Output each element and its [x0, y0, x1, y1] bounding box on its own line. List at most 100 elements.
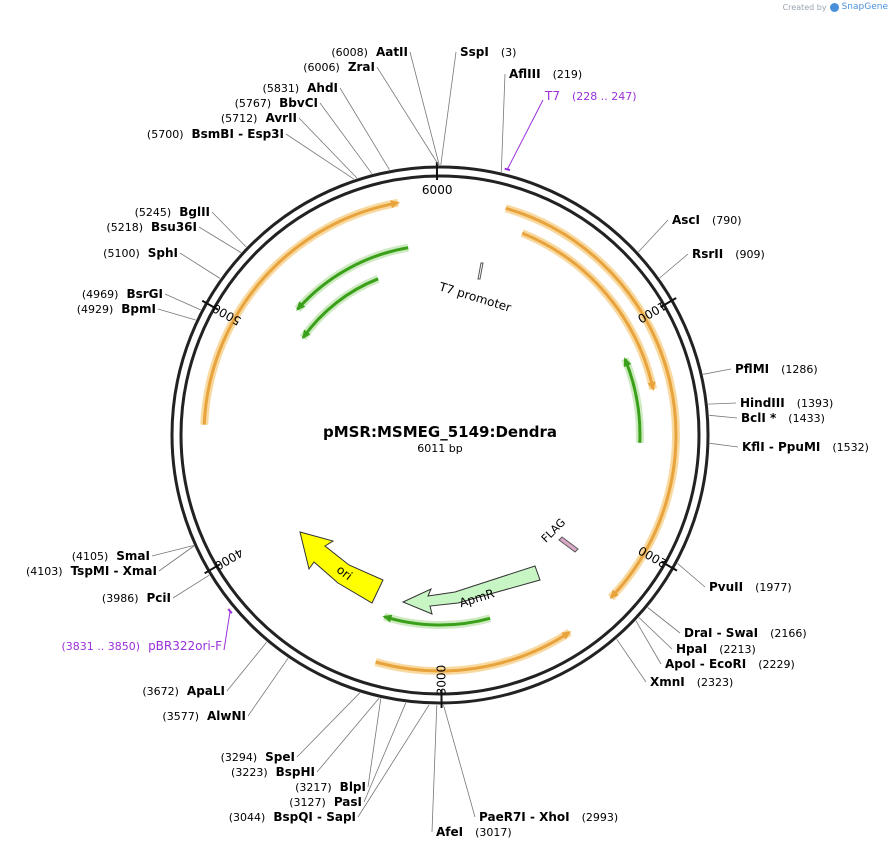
enzyme-site[interactable]: AflIII(219)	[500, 67, 582, 173]
enzyme-site[interactable]: (5100)SphI	[103, 246, 221, 279]
enzyme-site[interactable]: (5767)BbvCI	[235, 96, 373, 174]
enzyme-label[interactable]: (3294)SpeI	[221, 750, 295, 764]
enzyme-label[interactable]: AscI(790)	[672, 213, 742, 227]
enzyme-label[interactable]: HindIII(1393)	[740, 396, 833, 410]
enzyme-label[interactable]: XmnI(2323)	[650, 675, 733, 689]
enzyme-site[interactable]: DraI - SwaI(2166)	[647, 607, 807, 641]
enzyme-site[interactable]: (4929)BpmI	[77, 302, 196, 321]
enzyme-label[interactable]: DraI - SwaI(2166)	[684, 626, 807, 640]
enzyme-site[interactable]: (3217)BlpI	[295, 698, 382, 794]
t7-promoter-label: T7 promoter	[437, 279, 513, 314]
enzyme-site[interactable]: (6006)ZraI	[303, 60, 439, 166]
enzyme-site[interactable]: AscI(790)	[638, 213, 742, 253]
enzyme-label[interactable]: (3127)PasI	[289, 795, 362, 809]
enzyme-site[interactable]: RsrII(909)	[659, 247, 765, 279]
enzyme-label[interactable]: PaeR7I - XhoI(2993)	[479, 810, 618, 824]
enzyme-label[interactable]: (5831)AhdI	[263, 81, 338, 95]
enzyme-site[interactable]: (4103)TspMI - XmaI	[26, 545, 195, 578]
enzyme-label[interactable]: (3217)BlpI	[295, 780, 366, 794]
enzyme-site[interactable]: (4969)BsrGI	[82, 287, 201, 311]
primer-leader-line	[223, 611, 231, 651]
enzyme-label[interactable]: HpaI(2213)	[676, 642, 756, 656]
enzyme-label[interactable]: (3044)BspQI - SapI	[229, 810, 356, 824]
enzyme-leader-line	[339, 87, 390, 171]
enzyme-name-2: XhoI	[539, 810, 570, 824]
enzyme-site[interactable]: PaeR7I - XhoI(2993)	[443, 704, 619, 824]
enzyme-site[interactable]: (6008)AatII	[331, 45, 440, 166]
enzyme-label[interactable]: (3577)AlwNI	[162, 709, 246, 723]
enzyme-label[interactable]: (6006)ZraI	[303, 60, 375, 74]
enzyme-label[interactable]: (5767)BbvCI	[235, 96, 318, 110]
enzyme-label[interactable]: (4969)BsrGI	[82, 287, 163, 301]
enzyme-site[interactable]: (5218)Bsu36I	[106, 220, 242, 253]
enzyme-site[interactable]: (3294)SpeI	[221, 692, 361, 764]
enzyme-label[interactable]: (5700)BsmBI - Esp3I	[147, 127, 284, 141]
enzyme-label[interactable]: (4103)TspMI - XmaI	[26, 564, 157, 578]
orf-arc-inner-top-line	[521, 231, 655, 390]
enzyme-site[interactable]: SspI(3)	[440, 45, 517, 166]
enzyme-site[interactable]: HpaI(2213)	[638, 617, 756, 657]
orf-arc-left-head	[390, 200, 400, 209]
enzyme-label[interactable]: (3223)BspHI	[231, 765, 315, 779]
enzyme-site[interactable]: (3577)AlwNI	[162, 657, 289, 723]
enzyme-name: AflIII	[509, 67, 541, 81]
tick-label: 6000	[422, 183, 453, 197]
enzyme-site[interactable]: (5831)AhdI	[263, 81, 390, 171]
enzyme-label[interactable]: AflIII(219)	[509, 67, 582, 81]
enzyme-label[interactable]: (5100)SphI	[103, 246, 178, 260]
enzyme-name: Bsu36I	[151, 220, 197, 234]
enzyme-label[interactable]: (5712)AvrII	[221, 111, 297, 125]
enzyme-site[interactable]: (3223)BspHI	[231, 697, 380, 779]
enzyme-site[interactable]: ApoI - EcoRI(2229)	[635, 620, 795, 671]
enzyme-label[interactable]: SspI(3)	[460, 45, 516, 59]
enzyme-position: (6008)	[331, 46, 368, 59]
enzyme-label[interactable]: PvuII(1977)	[709, 580, 792, 594]
ori-feature: ori	[299, 531, 384, 604]
enzyme-label[interactable]: (3672)ApaLI	[142, 684, 225, 698]
primer-site[interactable]: T7(228 .. 247)	[504, 89, 637, 172]
enzyme-label[interactable]: (3986)PciI	[102, 591, 171, 605]
enzyme-label[interactable]: RsrII(909)	[692, 247, 765, 261]
enzyme-label[interactable]: (5245)BglII	[135, 205, 210, 219]
backbone-inner-ring	[179, 174, 701, 696]
enzyme-site[interactable]: (3044)BspQI - SapI	[229, 704, 430, 824]
enzyme-site[interactable]: (3986)PciI	[102, 574, 210, 605]
enzyme-site[interactable]: (5712)AvrII	[221, 111, 358, 179]
enzyme-label[interactable]: ApoI - EcoRI(2229)	[665, 657, 795, 671]
enzyme-site[interactable]: KflI - PpuMI(1532)	[709, 440, 869, 454]
enzyme-site[interactable]: XmnI(2323)	[616, 638, 734, 689]
enzyme-name-2: PpuMI	[778, 440, 820, 454]
primer-label[interactable]: T7(228 .. 247)	[544, 89, 637, 103]
flag-arrow	[558, 536, 579, 553]
tick-mark	[201, 299, 219, 311]
enzyme-site[interactable]: (3672)ApaLI	[142, 641, 268, 698]
ori-arrow	[299, 531, 384, 604]
enzyme-label[interactable]: BclI *(1433)	[741, 411, 825, 425]
green-arc-right-head	[623, 357, 632, 367]
primer-name: pBR322ori-F	[148, 639, 222, 653]
enzyme-site[interactable]: AfeI(3017)	[431, 704, 512, 839]
enzyme-site[interactable]: BclI *(1433)	[709, 411, 825, 425]
enzyme-label[interactable]: KflI - PpuMI(1532)	[742, 440, 869, 454]
tick-mark	[660, 297, 677, 308]
primer-range: (3831 .. 3850)	[62, 640, 141, 653]
enzyme-label[interactable]: (6008)AatII	[331, 45, 408, 59]
enzyme-site[interactable]: HindIII(1393)	[708, 396, 833, 410]
enzyme-label[interactable]: (5218)Bsu36I	[106, 220, 197, 234]
enzyme-site[interactable]: PflMI(1286)	[703, 362, 818, 376]
enzyme-label[interactable]: (4929)BpmI	[77, 302, 156, 316]
enzyme-label[interactable]: PflMI(1286)	[735, 362, 818, 376]
enzyme-site[interactable]: (5700)BsmBI - Esp3I	[147, 127, 355, 180]
flag-feature: FLAG	[539, 516, 579, 553]
enzyme-label[interactable]: AfeI(3017)	[436, 825, 512, 839]
enzyme-site[interactable]: (3127)PasI	[289, 702, 407, 809]
enzyme-site[interactable]: PvuII(1977)	[677, 563, 792, 594]
credit-brand: SnapGene	[841, 2, 888, 12]
enzyme-site[interactable]: (4105)SmaI	[72, 545, 194, 564]
primer-site[interactable]: (3831 .. 3850) pBR322ori-F	[62, 608, 233, 653]
enzyme-site[interactable]: (5245)BglII	[135, 205, 247, 248]
primer-label[interactable]: (3831 .. 3850) pBR322ori-F	[62, 639, 223, 653]
enzyme-name: AlwNI	[207, 709, 246, 723]
enzyme-label[interactable]: (4105)SmaI	[72, 549, 150, 563]
